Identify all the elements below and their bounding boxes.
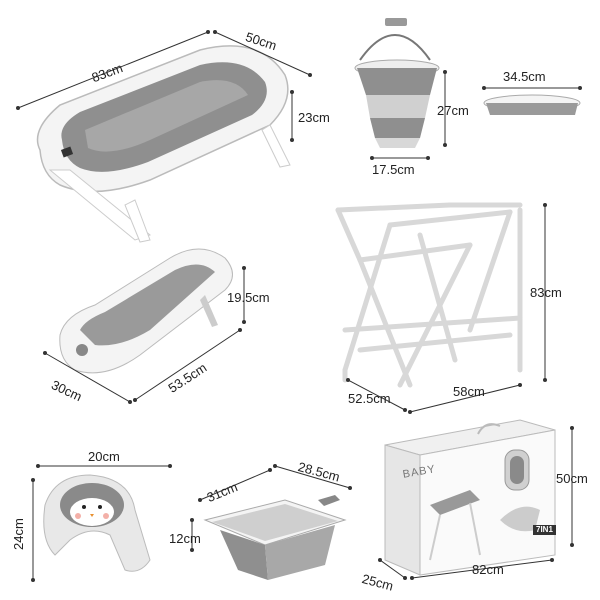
shampoo-cap-image: [43, 474, 151, 572]
stand-depth-label: 52.5cm: [348, 391, 391, 406]
foot-basin-height-label: 12cm: [169, 531, 201, 546]
bucket-height-label: 27cm: [437, 103, 469, 118]
stand-image: [335, 202, 523, 388]
bath-seat-dimension-lines: [42, 265, 247, 405]
bath-seat-image: [59, 248, 233, 374]
bucket-diameter-label: 17.5cm: [372, 162, 415, 177]
foot-basin-dimension-lines: [189, 463, 353, 553]
stand-dimension-lines: [345, 202, 548, 415]
stand-height-label: 83cm: [530, 285, 562, 300]
bathtub-image: [36, 45, 291, 243]
shampoo-cap-width-label: 20cm: [88, 449, 120, 464]
gift-box-height-label: 50cm: [556, 471, 588, 486]
stand-width-label: 58cm: [453, 384, 485, 399]
bucket-dimension-lines: [369, 69, 448, 161]
gift-box-dimension-lines: [377, 425, 575, 581]
gift-box-set-label: 7IN1: [533, 525, 556, 535]
lid-diameter-label: 34.5cm: [503, 69, 546, 84]
bucket-image: [354, 18, 440, 148]
foot-basin-image: [203, 495, 347, 580]
shampoo-cap-height-label: 24cm: [11, 518, 26, 550]
bathtub-dimension-lines: [15, 29, 313, 143]
bathtub-height-label: 23cm: [298, 110, 330, 125]
gift-box-image: [384, 419, 556, 576]
shampoo-cap-dimension-lines: [30, 463, 173, 583]
gift-box-length-label: 82cm: [472, 562, 504, 577]
bath-seat-height-label: 19.5cm: [227, 290, 270, 305]
lid-image: [483, 94, 581, 115]
